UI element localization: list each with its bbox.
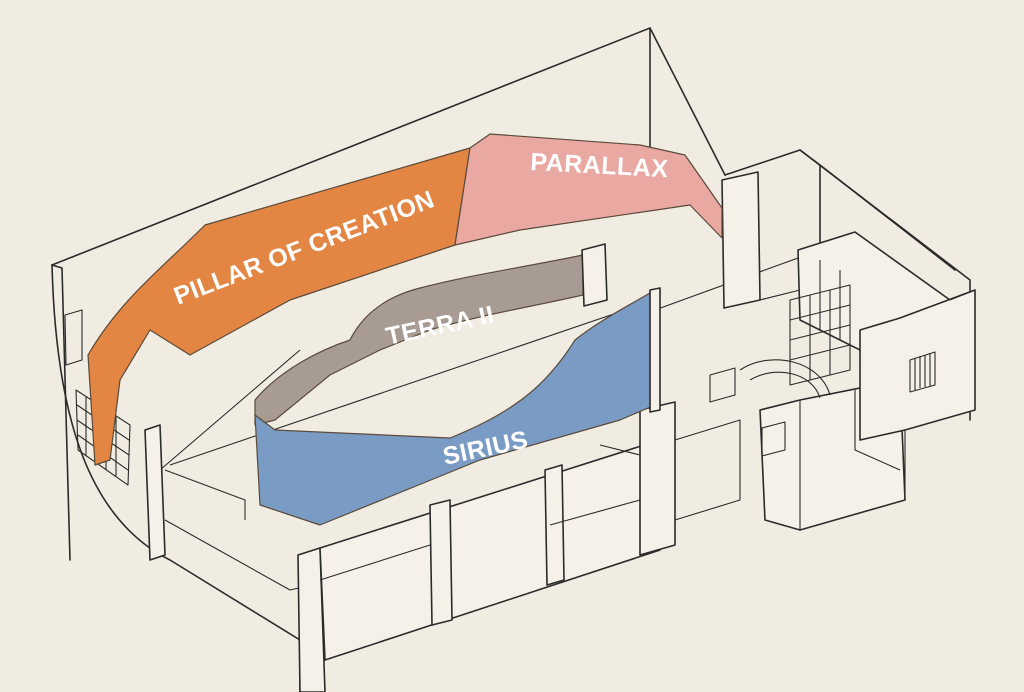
zone-parallax: [454, 133, 723, 246]
right-rooms: [709, 171, 976, 531]
zone-pillar-of-creation: [87, 147, 471, 466]
inner-walls: [144, 401, 741, 692]
zone-terra-ii: [254, 254, 584, 426]
zones: [87, 133, 723, 526]
